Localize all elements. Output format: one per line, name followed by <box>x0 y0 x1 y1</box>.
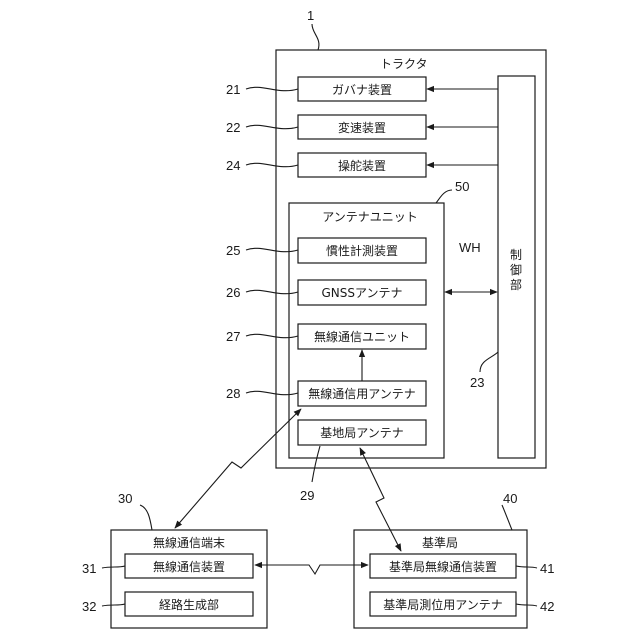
radio-antenna-label: 無線通信用アンテナ <box>308 386 416 401</box>
controller-label-3: 部 <box>510 277 522 292</box>
transmission-label: 変速装置 <box>338 120 386 135</box>
tractor-title: トラクタ <box>380 57 428 71</box>
radio-unit-ref: 27 <box>226 329 240 344</box>
steering-ref: 24 <box>226 158 240 173</box>
steering-label: 操舵装置 <box>338 158 386 173</box>
terminal-device-ref: 31 <box>82 561 96 576</box>
base-device-ref: 41 <box>540 561 554 576</box>
base-device-label: 基準局無線通信装置 <box>389 559 497 574</box>
base-gnss-antenna-label: 基準局測位用アンテナ <box>383 597 503 612</box>
tractor-ref-leader <box>312 24 319 50</box>
antenna-unit-ref: 50 <box>455 179 469 194</box>
terminal-title: 無線通信端末 <box>153 535 225 550</box>
imu-ref: 25 <box>226 243 240 258</box>
terminal-device-label: 無線通信装置 <box>153 559 225 574</box>
tractor-ref: 1 <box>307 8 314 23</box>
link-terminal-base-station <box>255 565 368 574</box>
terminal-ref: 30 <box>118 491 132 506</box>
radio-unit-label: 無線通信ユニット <box>314 329 410 344</box>
controller-ref: 23 <box>470 375 484 390</box>
base-antenna-label: 基地局アンテナ <box>320 426 404 440</box>
transmission-ref: 22 <box>226 120 240 135</box>
base-station-title: 基準局 <box>422 535 458 550</box>
controller-label-2: 御 <box>510 262 522 277</box>
radio-antenna-ref: 28 <box>226 386 240 401</box>
gnss-ref: 26 <box>226 285 240 300</box>
governor-ref: 21 <box>226 82 240 97</box>
harness-label: WH <box>459 240 481 255</box>
imu-label: 慣性計測装置 <box>326 243 398 258</box>
route-label: 経路生成部 <box>159 597 219 612</box>
base-station-ref: 40 <box>503 491 517 506</box>
base-station-ref-leader <box>502 505 512 530</box>
gnss-label: GNSSアンテナ <box>321 286 402 300</box>
governor-label: ガバナ装置 <box>332 83 392 97</box>
terminal-ref-leader <box>140 505 152 530</box>
route-ref: 32 <box>82 599 96 614</box>
controller-label-1: 制 <box>510 248 522 262</box>
base-antenna-ref: 29 <box>300 488 314 503</box>
antenna-unit-title: アンテナユニット <box>322 210 418 224</box>
base-gnss-antenna-ref: 42 <box>540 599 554 614</box>
